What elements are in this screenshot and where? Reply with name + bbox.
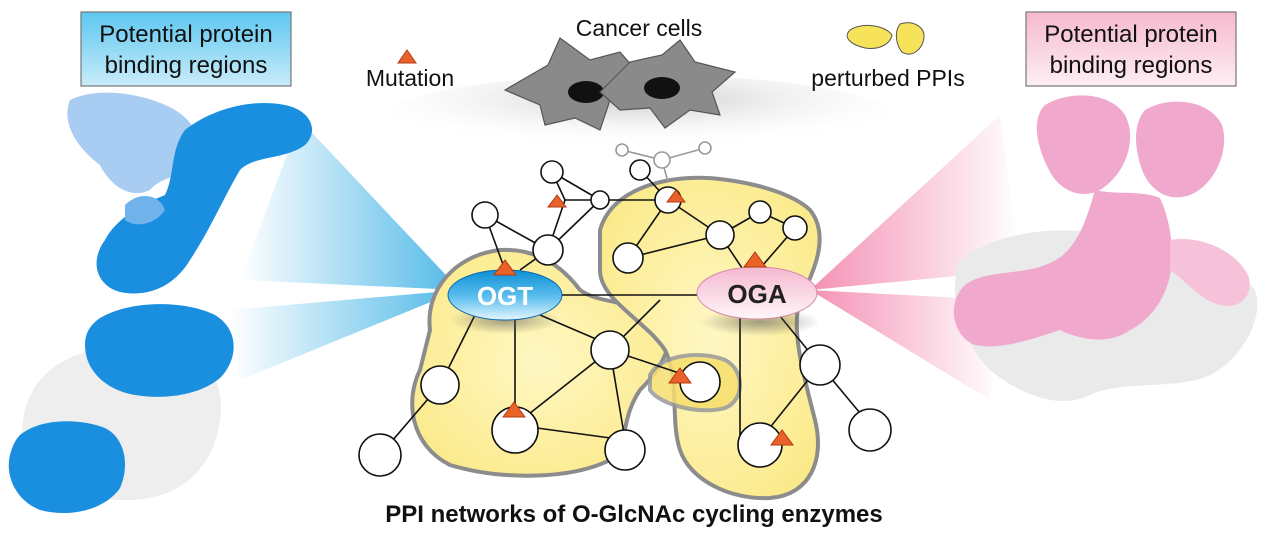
- network: OGT OGA: [358, 141, 892, 501]
- mutation-label: Mutation: [366, 65, 454, 91]
- network-node: [604, 429, 646, 471]
- mutation-marker: [547, 194, 567, 208]
- ogt-label: OGT: [477, 281, 533, 311]
- right-title-line2: binding regions: [1050, 52, 1213, 79]
- network-node: [590, 330, 630, 370]
- mutation-markers: [493, 189, 794, 446]
- oga-hub: OGA: [696, 266, 818, 320]
- ogt-structure-bottom: [8, 304, 234, 514]
- network-node: [540, 160, 564, 184]
- right-title-line1: Potential protein: [1044, 21, 1217, 48]
- network-node: [612, 242, 644, 274]
- network-node: [532, 234, 564, 266]
- pink-beams: [810, 115, 1020, 400]
- mutation-marker: [668, 367, 692, 384]
- diagram-caption: PPI networks of O-GlcNAc cycling enzymes: [385, 501, 882, 528]
- mutation-legend-icon: [397, 49, 417, 64]
- oga-label: OGA: [727, 279, 786, 309]
- perturbed-ppi-icon: [846, 22, 925, 55]
- mutation-marker: [666, 189, 686, 203]
- network-node: [705, 220, 735, 250]
- nucleus-2: [644, 77, 680, 99]
- cancer-cells: [503, 37, 737, 131]
- network-node: [590, 190, 610, 210]
- nucleus-1: [568, 81, 604, 103]
- mutation-marker: [502, 401, 526, 418]
- right-title-box: Potential protein binding regions: [1025, 11, 1237, 87]
- network-node: [782, 215, 808, 241]
- oga-structure: [953, 95, 1258, 401]
- network-node: [471, 201, 499, 229]
- ogt-structure-top: [67, 92, 313, 294]
- network-node: [799, 344, 841, 386]
- left-title-line1: Potential protein: [99, 21, 272, 48]
- network-node: [848, 408, 892, 452]
- network-node: [629, 159, 651, 181]
- network-node: [358, 433, 402, 477]
- cloud-shadow: [390, 75, 890, 155]
- mutation-marker: [743, 251, 767, 268]
- perturbed-ppi-label: perturbed PPIs: [811, 65, 964, 91]
- mutation-marker: [493, 259, 517, 276]
- network-node: [748, 200, 772, 224]
- left-title-box: Potential protein binding regions: [80, 11, 292, 87]
- left-title-line2: binding regions: [105, 52, 268, 79]
- faded-network-fragment: [615, 141, 712, 183]
- cancer-cells-label: Cancer cells: [576, 15, 703, 41]
- mutation-marker: [770, 429, 794, 446]
- network-node: [420, 365, 460, 405]
- ogt-hub: OGT: [447, 269, 563, 321]
- blue-beams: [230, 120, 460, 380]
